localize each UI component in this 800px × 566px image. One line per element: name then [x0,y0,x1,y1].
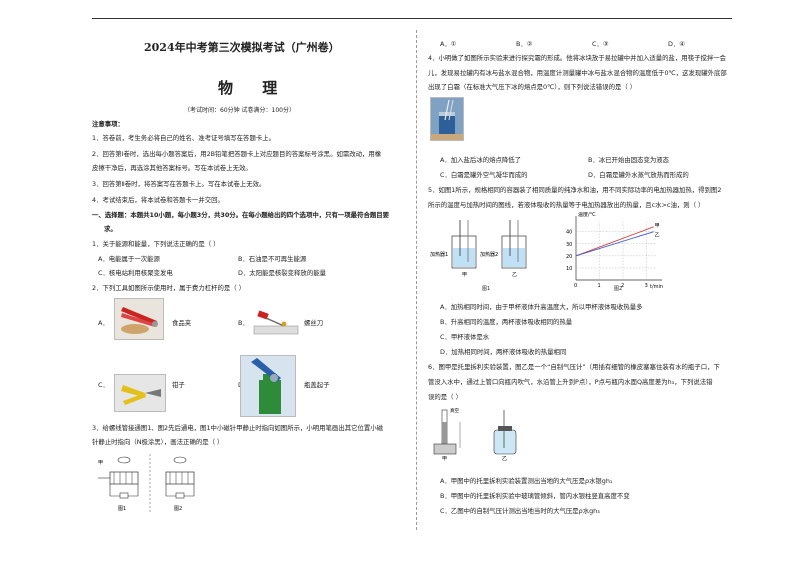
q6-option-b: B．甲图中的托里拆利实验中玻璃管倾斜，管内水银柱竖直高度不变 [440,492,630,500]
series-line-2 [575,231,654,257]
q5-stem-cont: 所示的温度与加热时间的图线，若液体吸收的热量等于电加热器放出的热量，且c水>c油… [428,201,705,209]
q5-option-d: D．加热相同时间，两杯液体吸收的热量相同 [440,348,567,356]
q6-label-yi: 乙 [502,455,507,462]
x-axis-label: t/min [650,284,663,290]
q4-option-a: A．加入盐后冰的熔点降低了 [440,156,522,164]
tongs-icon [115,299,163,339]
q1-option-a: A．电能属于一次能源 [98,255,160,263]
q2-option-b-label: 螺丝刀 [304,319,324,327]
barometer-figure: 真空 甲 乙 [433,407,517,462]
q1-option-b: B．石油是不可再生能源 [238,255,307,263]
q5-option-c: C．甲杯液体是水 [440,333,490,341]
q2-stem: 2．下列工具如图所示使用时，属于费力杠杆的是（ ） [92,284,246,292]
y-axis-label: 温度/°C [578,212,596,218]
q3-fig1-label: 图1 [118,506,126,512]
screwdriver-image [252,304,300,338]
q2-option-a-letter: A． [98,319,109,327]
temperature-time-chart: 温度/°C t/min 10 20 30 40 0 1 2 3 甲乙 [566,212,663,290]
solenoid-figure: 甲 图1 图2 [98,454,195,512]
exam-info: （考试时间：60分钟 试卷满分：100分） [184,107,295,114]
q2-option-d-label: 瓶盖起子 [304,381,330,389]
series-line-1 [575,226,654,257]
q6-stem-cont-1: 管没入水中，通过上管口向瓶内吹气，水沿管上升到P点），P点与瓶内水面Q高度差为h… [428,378,713,386]
note-item-4: 4．考试结束后，将本试卷和答题卡一并交回。 [92,196,224,204]
x-tick-label: 1 [598,283,601,289]
q3-label-jia: 甲 [98,460,103,466]
beaker-jia-label: 甲 [462,272,467,278]
x-tick-label: 0 [574,283,577,289]
notes-heading: 注意事项： [92,120,124,128]
q6-option-c: C．乙图中的自制气压计测出当地当时的大气压是ρ水gh₃ [440,507,600,515]
note-item-3: 3．回答第Ⅱ卷时，将答案写在答题卡上。写在本试卷上无效。 [92,180,266,188]
y-tick-label: 40 [566,230,572,236]
pliers-icon [115,375,165,411]
bottle-opener-image [240,355,296,417]
beaker-yi-label: 乙 [512,271,517,278]
x-tick-label: 3 [645,283,648,289]
heater1-label: 加热器1 [430,251,448,258]
x-tick-label: 2 [621,283,624,289]
heater-beakers-figure: 加热器1 加热器2 甲 乙 [430,220,527,278]
q3-option-a: A．① [440,40,457,48]
exam-title: 2024年中考第三次模拟考试（广州卷） [144,41,340,54]
q6-stem: 6．图甲是托里拆利实验装置，图乙是一个“自制气压计”（用插有细管的橡皮塞塞住装有… [428,363,720,371]
q5-fig2-label: 图2 [614,286,623,292]
q2-option-b-letter: B． [238,319,249,327]
q5-fig1-label: 图1 [482,286,491,292]
q3-fig2-label: 图2 [174,506,182,512]
q2-option-c-letter: C． [98,381,109,389]
section1-heading: 一、选择题：本题共10小题，每小题3分，共30分。在每小题给出的四个选项中，只有… [92,211,390,219]
q1-option-c: C．核电站利用核聚变发电 [98,269,173,277]
y-tick-label: 10 [566,266,572,272]
q6-stem-cont-2: 误的是（ ） [428,393,462,401]
screwdriver-icon [253,310,299,335]
q3-option-d: D．④ [668,40,686,48]
q4-option-c: C．白霜是罐外空气凝华而成的 [440,171,528,179]
q3-option-b: B．② [516,40,533,48]
heater2-label: 加热器2 [480,251,498,258]
can-icon [431,98,463,140]
food-tongs-image [114,298,164,340]
column-divider [416,30,417,530]
q4-option-d: D．白霜是罐外水蒸气放热而形成的 [588,171,689,179]
y-tick-label: 20 [566,254,572,260]
q3-stem-cont: 针静止时指向（N极涂黑），画法正确的是（ ） [92,438,224,446]
q6-option-a: A．甲图中的托里拆利实验装置测出当地的大气压是ρ水银gh₁ [440,477,613,485]
note-item-2-cont: 皮擦干净后，再选涂其他答案标号。写在本试卷上无效。 [92,164,252,172]
compass-2-icon [173,456,187,464]
q1-option-d: D．太阳能是核裂变释放的能量 [238,269,326,277]
subject-title: 物 理 [218,79,290,97]
q3-option-c: C．③ [592,40,609,48]
vacuum-label: 真空 [450,407,459,414]
note-item-1: 1．答卷前，考生务必将自己的姓名、准考证号填写在答题卡上。 [92,134,276,142]
pliers-image [114,374,166,412]
section1-heading-cont: 求。 [104,225,117,233]
q6-label-jia: 甲 [442,456,447,462]
frost-can-image [430,97,464,141]
bottle-opener-icon [241,356,295,416]
q5-stem: 5．如图1所示，规格相同的容器装了相同质量的纯净水和油，用不同实际功率的电加热器… [428,186,722,194]
q2-option-a-label: 食品夹 [172,319,192,327]
top-rule [92,18,732,19]
q2-option-c-label: 钳子 [172,381,185,389]
q1-stem: 1．关于能源和能量，下列说法正确的是（ ） [92,240,220,248]
series-label-1: 甲 [655,223,660,229]
q4-option-b: B．冰已开始由固态变为液态 [588,156,670,164]
q3-stem: 3．给螺线管接通图1、图2先后通电，图1中小磁针甲静止时指向如图所示，小明用笔画… [92,424,384,432]
series-label-2: 乙 [655,232,660,239]
compass-1-icon [117,456,131,464]
y-tick-label: 30 [566,242,572,248]
q4-stem-cont-2: 出现了白霜（在标准大气压下冰的熔点是0℃），则下列说法错误的是（ ） [428,83,637,91]
note-item-2: 2．回答第Ⅰ卷时，选出每小题答案后，用2B铅笔把答题卡上对应题目的答案标号涂黑。… [92,150,382,158]
q4-stem-cont-1: 儿，发现易拉罐内有冰与盐水混合物，用温度计测量罐中冰与盐水混合物的温度低于0℃，… [428,69,727,77]
q4-stem: 4．小明做了如图所示实验来进行探究霜的形成。他将冰块放于易拉罐中并加入适量的盐，… [428,54,727,62]
q5-option-b: B．升高相同的温度，两杯液体吸收相同的热量 [440,318,573,326]
q5-option-a: A．加热相同时间，由于甲杯液体升高温度大，所以甲杯液体吸收热量多 [440,303,643,311]
